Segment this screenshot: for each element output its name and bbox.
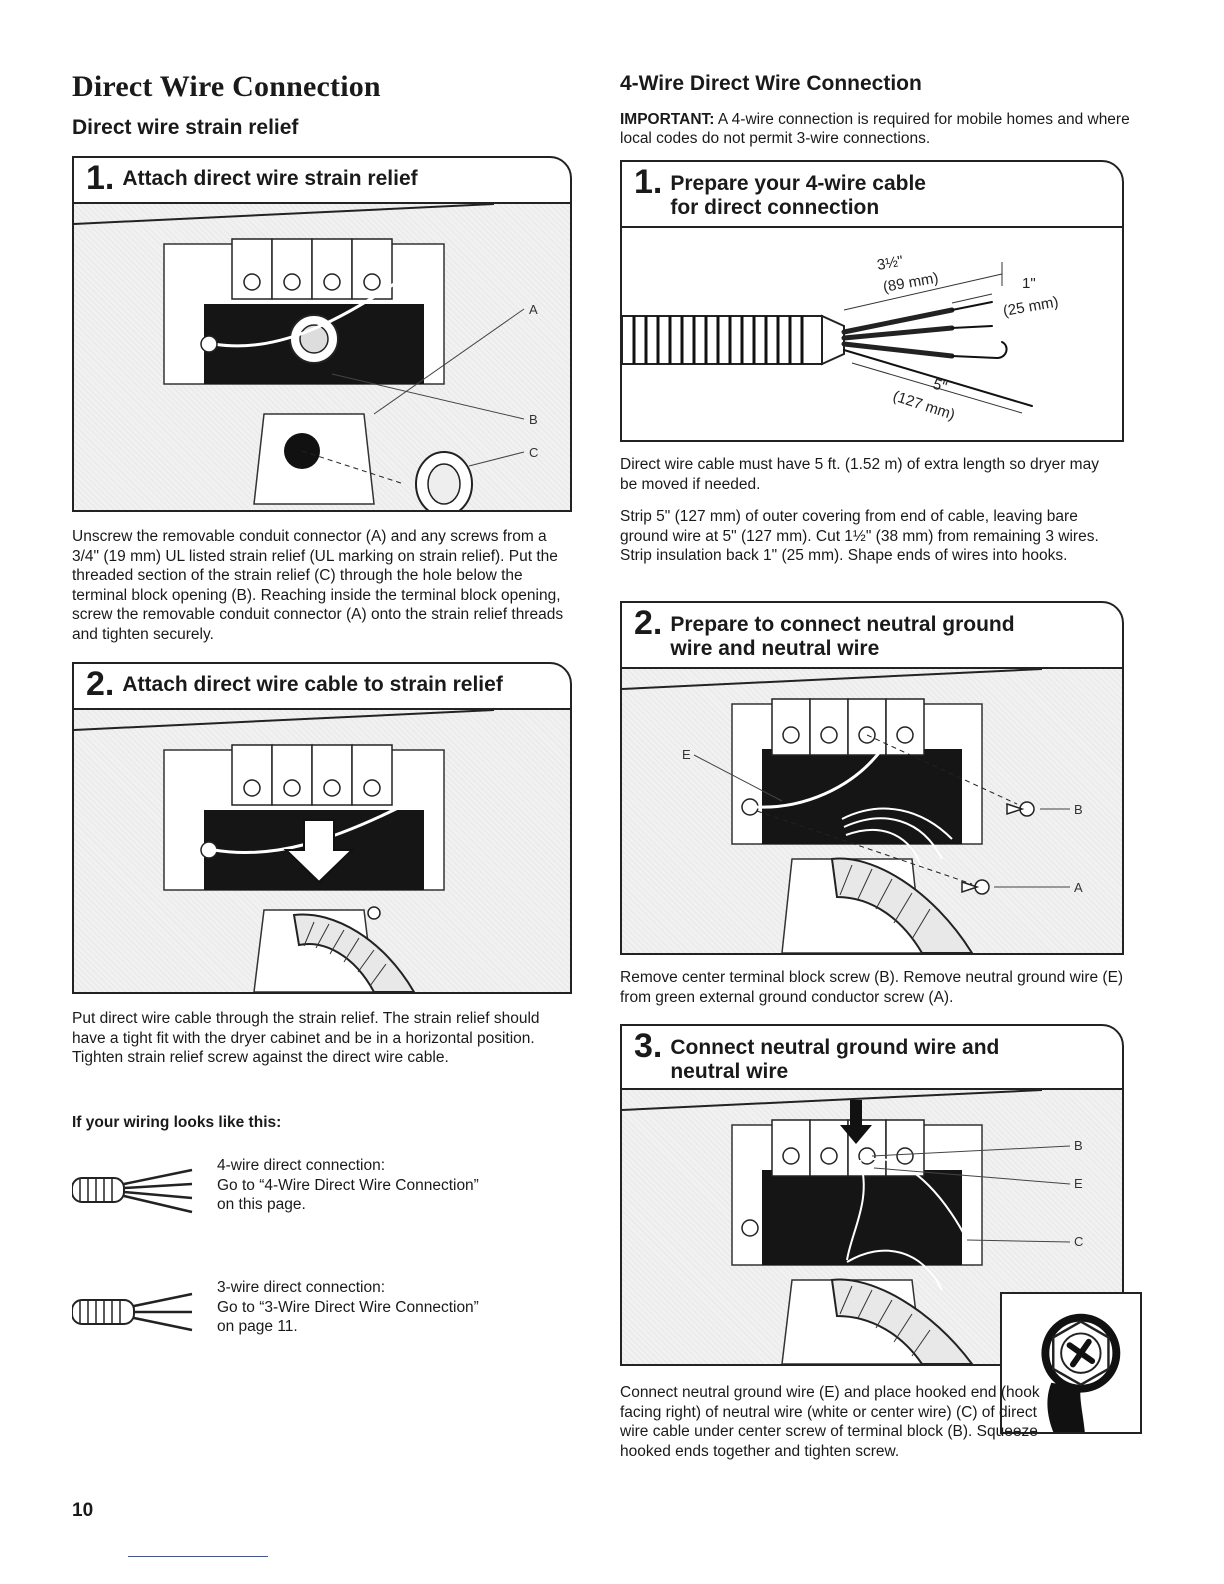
three-wire-cable-icon — [72, 1292, 193, 1332]
right-step2-body: Remove center terminal block screw (B). … — [620, 969, 1124, 1006]
wiring-heading: If your wiring looks like this: — [72, 1114, 282, 1131]
page-number: 10 — [72, 1500, 94, 1521]
right-step1-body2: Strip 5" (127 mm) of outer covering from… — [620, 508, 1099, 564]
left-step1-header: 1. Attach direct wire strain relief — [74, 158, 570, 204]
left-step2-header: 2. Attach direct wire cable to strain re… — [74, 664, 570, 710]
dim-127-mm: (127 mm) — [891, 388, 957, 424]
dim-3-5-in: 3½" — [876, 253, 905, 274]
label-a: A — [529, 302, 538, 317]
step-number: 1. — [634, 163, 663, 201]
dim-89-mm: (89 mm) — [882, 270, 940, 296]
step-title: Attach direct wire cable to strain relie… — [122, 673, 503, 696]
right-step1-header: 1. Prepare your 4-wire cable for direct … — [622, 162, 1122, 228]
left-step1-body: Unscrew the removable conduit connector … — [72, 528, 564, 643]
step-number: 3. — [634, 1027, 663, 1065]
label-e: E — [1074, 1176, 1083, 1191]
label-b: B — [1074, 1138, 1083, 1153]
label-a: A — [1074, 880, 1083, 895]
left-step2-body: Put direct wire cable through the strain… — [72, 1010, 540, 1066]
wiring-option-4wire: 4-wire direct connection: Go to “4-Wire … — [72, 1156, 572, 1226]
right-step3-header: 3. Connect neutral ground wire and neutr… — [622, 1026, 1122, 1090]
dim-1-in: 1" — [1022, 275, 1036, 292]
four-wire-cable-icon — [72, 1168, 193, 1214]
left-step1-panel: 1. Attach direct wire strain relief — [72, 156, 572, 512]
step-title: Attach direct wire strain relief — [122, 167, 418, 190]
label-c: C — [529, 445, 538, 460]
label-c: C — [1074, 1234, 1083, 1249]
right-step2-panel: 2. Prepare to connect neutral ground wir… — [620, 601, 1124, 955]
step-title: Connect neutral ground wire and neutral … — [670, 1036, 1000, 1083]
label-b: B — [1074, 802, 1083, 817]
dim-25-mm: (25 mm) — [1002, 294, 1060, 320]
page-title: Direct Wire Connection — [72, 70, 381, 103]
step-number: 1. — [86, 159, 115, 197]
section-title-4wire: 4-Wire Direct Wire Connection — [620, 72, 922, 95]
important-note: IMPORTANT: A 4-wire connection is requir… — [620, 111, 1130, 147]
cable-strain-relief-illustration — [74, 710, 570, 992]
screw-detail-inset — [1000, 1292, 1142, 1434]
dim-5-in: 5" — [931, 376, 949, 396]
step-number: 2. — [634, 604, 663, 642]
cable-preparation-illustration: 3½" (89 mm) 1" (25 mm) 5" (127 mm) — [622, 228, 1122, 440]
step-title: Prepare to connect neutral ground wire a… — [670, 613, 1015, 660]
step-title: Prepare your 4-wire cable for direct con… — [670, 172, 926, 219]
section-subtitle: Direct wire strain relief — [72, 116, 299, 139]
footer-rule — [128, 1556, 268, 1557]
right-step3-body: Connect neutral ground wire (E) and plac… — [620, 1384, 1040, 1460]
step-number: 2. — [86, 665, 115, 703]
right-step1-body1: Direct wire cable must have 5 ft. (1.52 … — [620, 456, 1099, 493]
right-step1-panel: 1. Prepare your 4-wire cable for direct … — [620, 160, 1124, 442]
strain-relief-illustration: A B C — [74, 204, 570, 510]
left-step2-panel: 2. Attach direct wire cable to strain re… — [72, 662, 572, 994]
right-step2-header: 2. Prepare to connect neutral ground wir… — [622, 603, 1122, 669]
neutral-ground-removal-illustration: E B A — [622, 669, 1122, 953]
label-e: E — [682, 747, 691, 762]
wiring-option-3wire: 3-wire direct connection: Go to “3-Wire … — [72, 1278, 572, 1348]
label-b: B — [529, 412, 538, 427]
wiring-option-text: 4-wire direct connection: Go to “4-Wire … — [217, 1157, 479, 1213]
wiring-option-text: 3-wire direct connection: Go to “3-Wire … — [217, 1279, 479, 1335]
